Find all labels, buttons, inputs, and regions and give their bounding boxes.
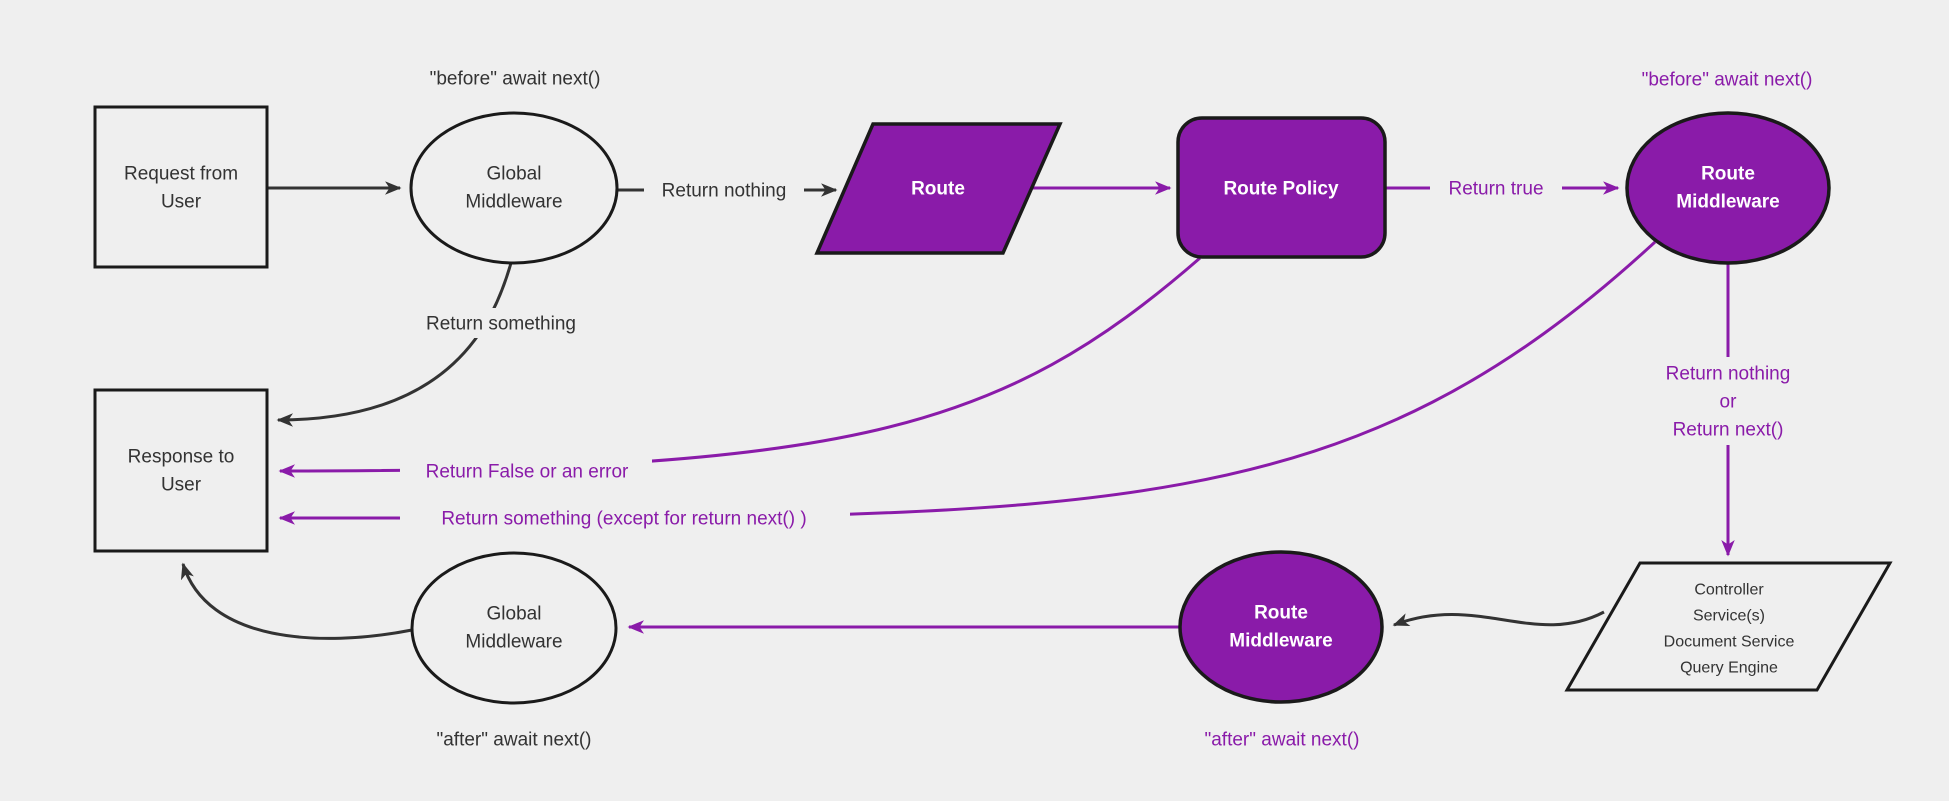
route-shape xyxy=(814,122,1063,255)
edge-label-return-nothing-or-line3: Return next() xyxy=(1673,420,1784,441)
edge-label-return-nothing: Return nothing xyxy=(662,181,787,202)
node-route-middleware-top: Route Middleware xyxy=(1625,111,1831,265)
edge-label-return-false-or-error: Return False or an error xyxy=(426,462,629,483)
global-middleware-bottom-shape xyxy=(410,551,618,705)
route-middleware-bottom-shape xyxy=(1178,550,1384,704)
route-middleware-top-label-line1: Route xyxy=(1701,164,1755,185)
node-controller-services: Controller Service(s) Document Service Q… xyxy=(1564,561,1893,692)
route-middleware-top-label-line2: Middleware xyxy=(1676,192,1779,213)
edge-route-policy-return-false xyxy=(278,256,1201,478)
response-to-user-shape xyxy=(93,388,269,553)
global-middleware-top-label-line2: Middleware xyxy=(465,192,562,213)
edge-label-before-await-next-global: "before" await next() xyxy=(430,69,601,90)
response-to-user-label-line1: Response to xyxy=(128,447,235,468)
node-request-from-user: Request from User xyxy=(93,105,269,269)
controller-services-label-line4: Query Engine xyxy=(1680,660,1778,677)
label-bg xyxy=(400,503,850,533)
global-middleware-top-shape xyxy=(409,111,619,265)
node-global-middleware-top: Global Middleware xyxy=(409,111,619,265)
request-from-user-label-line2: User xyxy=(161,192,202,213)
edge-label-return-something-except: Return something (except for return next… xyxy=(441,509,806,530)
route-label: Route xyxy=(911,179,965,200)
edge-label-return-true: Return true xyxy=(1448,179,1543,200)
edges xyxy=(180,181,1735,640)
edge-label-after-await-next-route: "after" await next() xyxy=(1205,730,1360,751)
controller-services-label-line1: Controller xyxy=(1694,582,1764,599)
edge-label-after-await-next-global: "after" await next() xyxy=(437,730,592,751)
route-middleware-bottom-label-line2: Middleware xyxy=(1229,631,1332,652)
node-response-to-user: Response to User xyxy=(93,388,269,553)
edge-label-before-await-next-route: "before" await next() xyxy=(1642,70,1813,91)
response-to-user-label-line2: User xyxy=(161,475,202,496)
request-from-user-shape xyxy=(93,105,269,269)
edge-global-middleware-bottom-to-response xyxy=(180,562,413,640)
node-route-policy: Route Policy xyxy=(1176,116,1387,259)
edge-label-return-nothing-or-line2: or xyxy=(1720,392,1738,413)
edge-controller-to-route-middleware-bottom xyxy=(1392,610,1605,627)
node-route-middleware-bottom: Route Middleware xyxy=(1178,550,1384,704)
request-from-user-label-line1: Request from xyxy=(124,164,238,185)
label-bg xyxy=(1430,173,1562,203)
route-middleware-bottom-label-line1: Route xyxy=(1254,603,1308,624)
controller-services-label-line3: Document Service xyxy=(1664,634,1795,651)
controller-services-label-line2: Service(s) xyxy=(1693,608,1765,625)
edge-global-middleware-return-something xyxy=(276,262,513,427)
label-bg xyxy=(1644,357,1812,445)
label-bg xyxy=(400,456,652,486)
edge-label-return-something: Return something xyxy=(426,314,576,335)
global-middleware-top-label-line1: Global xyxy=(487,164,542,185)
global-middleware-bottom-label-line2: Middleware xyxy=(465,632,562,653)
controller-services-shape xyxy=(1564,561,1893,692)
node-global-middleware-bottom: Global Middleware xyxy=(410,551,618,705)
label-bg xyxy=(644,175,804,205)
label-bg xyxy=(402,308,600,338)
route-policy-shape xyxy=(1176,116,1387,259)
route-policy-label: Route Policy xyxy=(1223,179,1339,200)
global-middleware-bottom-label-line1: Global xyxy=(487,604,542,625)
edge-label-return-nothing-or-line1: Return nothing xyxy=(1666,364,1791,385)
node-route: Route xyxy=(814,122,1063,255)
route-middleware-top-shape xyxy=(1625,111,1831,265)
edge-labels: Return nothing Return true Return nothin… xyxy=(400,69,1812,751)
